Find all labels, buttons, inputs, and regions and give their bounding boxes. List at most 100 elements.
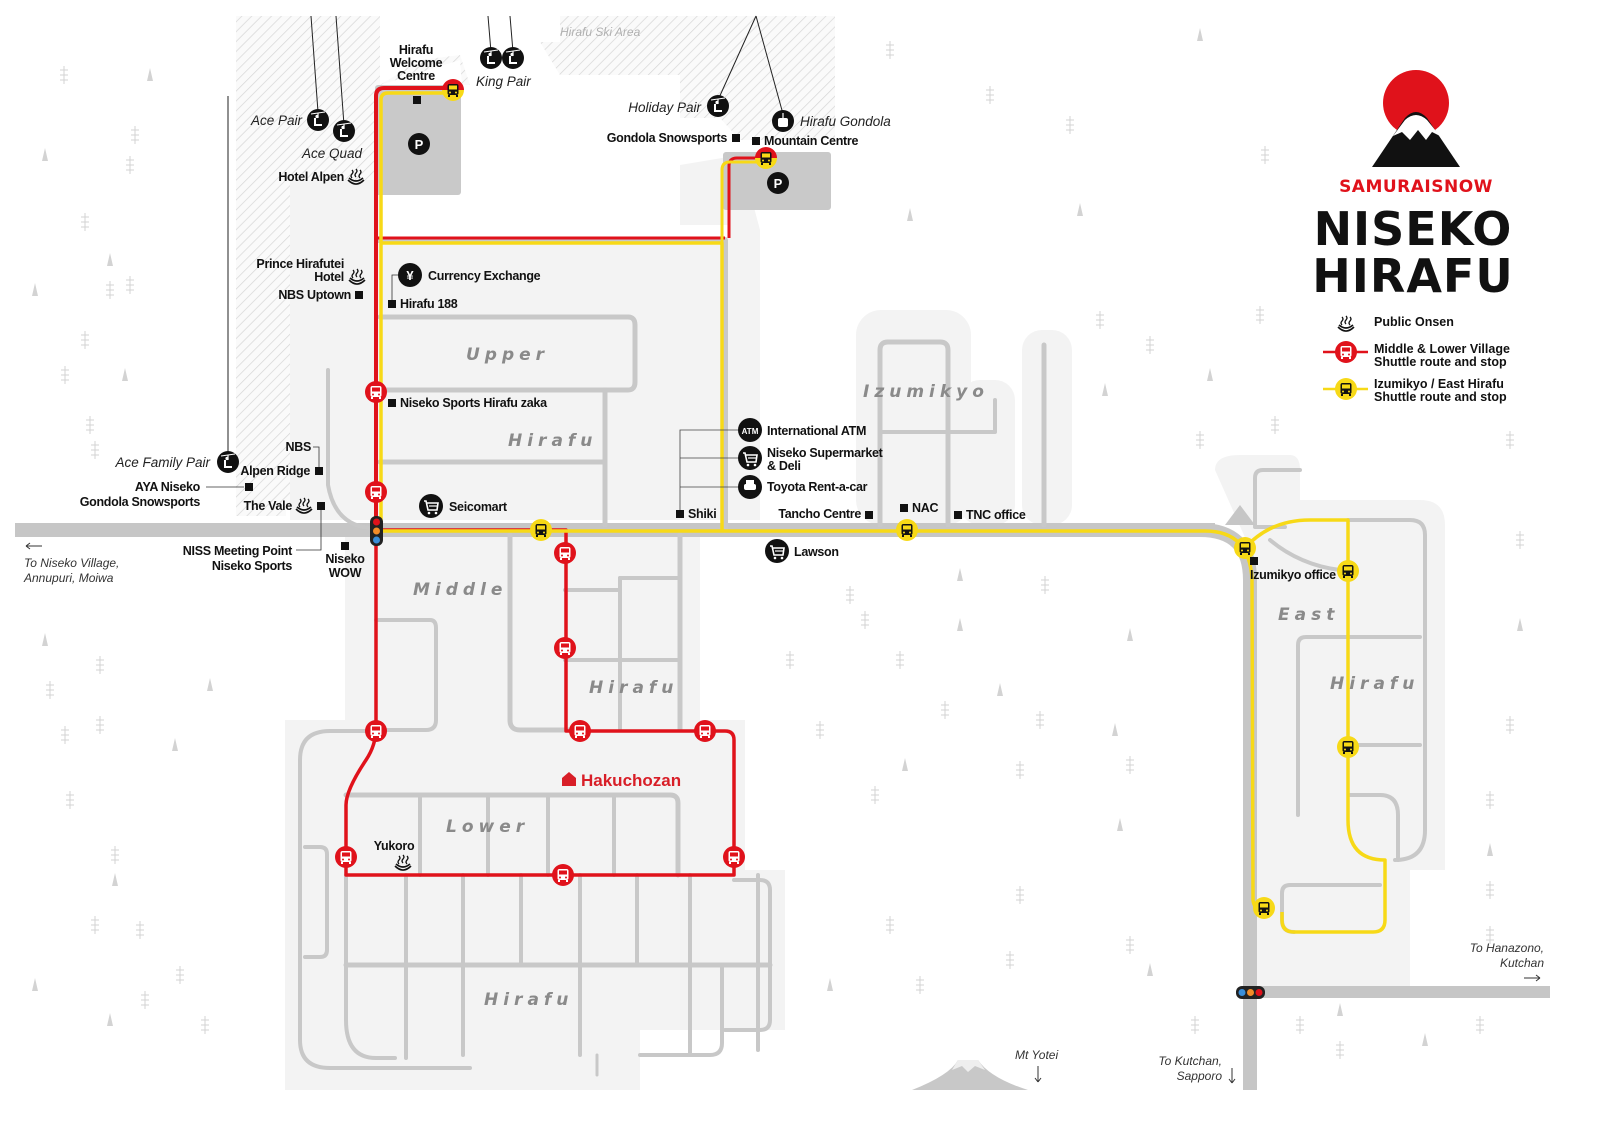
place-seicomart[interactable]: Seicomart (418, 493, 508, 519)
svg-text:AYA Niseko: AYA Niseko (135, 480, 201, 494)
arrow-left-icon (25, 542, 42, 550)
yellow-bus-stop[interactable] (1337, 736, 1359, 758)
shared-bus-stop[interactable] (442, 79, 464, 101)
red-bus-stop[interactable] (554, 542, 576, 564)
yellow-bus-stop[interactable] (1337, 560, 1359, 582)
location-marker-icon (732, 134, 740, 142)
lift-ace-pair[interactable]: Ace Pair (250, 108, 330, 132)
red-bus-stop[interactable] (365, 720, 387, 742)
lift-ace-family-pair[interactable]: Ace Family Pair (114, 450, 240, 474)
svg-text:NBS Uptown: NBS Uptown (278, 288, 351, 302)
direction-mt-yotei: Mt Yotei (1015, 1048, 1058, 1083)
chairlift-icon (479, 46, 503, 70)
tree-icon (1125, 755, 1135, 775)
tree-icon (200, 1015, 210, 1035)
red-shuttle-route (344, 86, 766, 877)
tree-icon (1515, 530, 1525, 550)
red-bus-stop[interactable] (552, 864, 574, 886)
mountain-icon (1372, 112, 1460, 167)
brand-logo: SAMURAISNOW NISEKO HIRAFU (1312, 70, 1513, 303)
place-izumikyo-office[interactable]: Izumikyo office (1250, 557, 1336, 582)
tree-icon (125, 275, 135, 295)
place-niss-meeting-point[interactable]: NISS Meeting Point Niseko Sports (183, 544, 294, 573)
tree-icon (175, 965, 185, 985)
lift-hirafu-gondola[interactable]: Hirafu Gondola (772, 110, 891, 132)
yellow-bus-stop[interactable] (1253, 897, 1275, 919)
place-lawson[interactable]: Lawson (764, 538, 839, 564)
place-tnc-office[interactable]: TNC office (954, 508, 1026, 522)
shopping-cart-icon (737, 445, 763, 471)
location-marker-icon (317, 502, 325, 510)
tree-icon (1077, 203, 1083, 216)
red-bus-stop[interactable] (554, 637, 576, 659)
svg-text:P: P (415, 137, 424, 152)
place-aya-niseko[interactable]: AYA Niseko Gondola Snowsports (80, 480, 253, 509)
tree-icon (60, 365, 70, 385)
place-niseko-supermarket[interactable]: Niseko Supermarket & Deli (737, 445, 884, 473)
svg-text:Prince Hirafutei: Prince Hirafutei (256, 257, 344, 271)
tree-icon (1505, 430, 1515, 450)
tree-icon (85, 415, 95, 435)
tree-icon (95, 655, 105, 675)
place-alpen-ridge[interactable]: Alpen Ridge (240, 464, 323, 478)
place-currency-exchange[interactable]: ¥ Currency Exchange (391, 263, 541, 300)
svg-text:Niseko: Niseko (325, 552, 365, 566)
place-niseko-wow[interactable]: Niseko WOW (325, 542, 366, 580)
shopping-cart-icon (764, 538, 790, 564)
place-mountain-centre[interactable]: Mountain Centre (752, 134, 859, 148)
lift-holiday-pair[interactable]: Holiday Pair (628, 94, 730, 118)
place-hakuchozan[interactable]: Hakuchozan (562, 771, 681, 790)
direction-west: To Niseko Village, Annupuri, Moiwa (23, 542, 119, 585)
svg-text:Ace Family Pair: Ace Family Pair (114, 455, 210, 470)
location-marker-icon (388, 300, 396, 308)
tree-icon (860, 610, 870, 630)
place-international-atm[interactable]: ATM International ATM (738, 418, 866, 442)
yellow-bus-stops (530, 519, 1359, 919)
parking-areas: P P (375, 85, 831, 210)
place-tancho-centre[interactable]: Tancho Centre (778, 507, 873, 521)
place-the-vale[interactable]: The Vale (244, 497, 325, 551)
place-hirafu-188[interactable]: Hirafu 188 (388, 297, 458, 311)
yellow-bus-stop[interactable] (1234, 537, 1256, 559)
shared-bus-stop[interactable] (755, 147, 777, 169)
tree-icon (1422, 1033, 1428, 1046)
yellow-bus-stop[interactable] (896, 519, 918, 541)
place-hotel-alpen[interactable]: Hotel Alpen (278, 168, 365, 185)
place-yukoro[interactable]: Yukoro (374, 839, 415, 871)
place-shiki[interactable]: Shiki (676, 429, 738, 521)
tree-icon (112, 873, 118, 886)
svg-text:WOW: WOW (329, 566, 362, 580)
place-nbs[interactable]: NBS (286, 440, 320, 468)
tree-icon (1145, 335, 1155, 355)
place-nbs-uptown[interactable]: NBS Uptown (278, 288, 363, 302)
red-bus-stop[interactable] (694, 720, 716, 742)
lift-ace-quad[interactable]: Ace Quad (301, 119, 363, 161)
tree-icon (907, 208, 913, 221)
svg-text:Ace Quad: Ace Quad (301, 146, 363, 161)
svg-text:Hirafu: Hirafu (399, 43, 433, 57)
tree-icon (207, 678, 213, 691)
red-bus-stop[interactable] (723, 846, 745, 868)
place-gondola-snowsports[interactable]: Gondola Snowsports (607, 131, 740, 145)
tree-icon (1485, 790, 1495, 810)
tree-icon (80, 212, 90, 232)
red-bus-stop[interactable] (569, 720, 591, 742)
place-welcome-centre[interactable]: Hirafu Welcome Centre (390, 43, 443, 104)
svg-text:Tancho Centre: Tancho Centre (778, 507, 861, 521)
svg-text:Hirafu Gondola: Hirafu Gondola (800, 114, 891, 129)
place-nac[interactable]: NAC (900, 501, 939, 515)
traffic-light-icon (370, 516, 383, 546)
lift-king-pair[interactable]: King Pair (476, 46, 531, 89)
location-marker-icon (752, 137, 760, 145)
place-prince-hirafutei[interactable]: Prince Hirafutei Hotel (256, 257, 366, 285)
yellow-bus-stop[interactable] (530, 519, 552, 541)
place-toyota-rent-a-car[interactable]: Toyota Rent-a-car (738, 475, 868, 499)
svg-text:Kutchan: Kutchan (1500, 956, 1544, 970)
red-bus-stop[interactable] (365, 381, 387, 403)
legend-item-yellow-route: Izumikyo / East Hirafu Shuttle route and… (1323, 377, 1507, 404)
red-bus-stop[interactable] (335, 846, 357, 868)
svg-text:Hirafu 188: Hirafu 188 (400, 297, 458, 311)
place-niseko-sports-zaka[interactable]: Niseko Sports Hirafu zaka (388, 396, 548, 410)
svg-text:Hotel Alpen: Hotel Alpen (278, 170, 344, 184)
red-bus-stop[interactable] (365, 481, 387, 503)
